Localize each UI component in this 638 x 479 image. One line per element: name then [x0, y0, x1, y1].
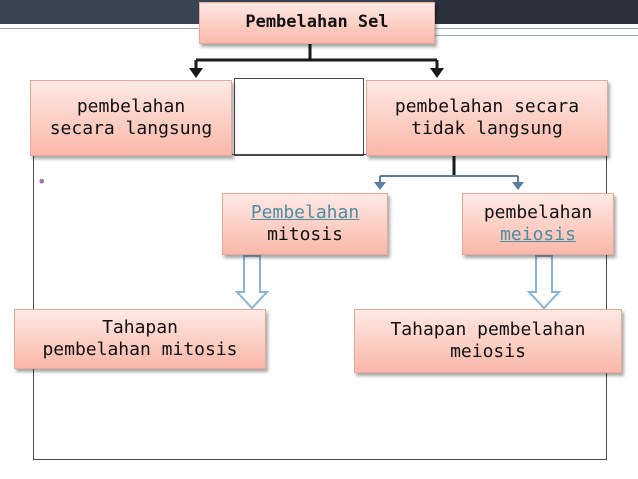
- node-indirect-division: pembelahan secara tidak langsung: [366, 80, 608, 156]
- node-mitosis: Pembelahan mitosis: [222, 193, 388, 255]
- node-meiosis-stages: Tahapan pembelahan meiosis: [354, 309, 622, 373]
- slide-top-bar-accent: [434, 0, 638, 24]
- node-label-line: Tahapan: [102, 316, 178, 338]
- node-pembelahan-sel: Pembelahan Sel: [199, 2, 435, 44]
- meiosis-link[interactable]: meiosis: [500, 224, 576, 245]
- node-label-line: tidak langsung: [411, 118, 563, 139]
- content-frame: [33, 154, 607, 460]
- node-label-line: pembelahan mitosis: [42, 339, 238, 360]
- node-mitosis-stages: Tahapan pembelahan mitosis: [14, 309, 266, 369]
- node-label-line: meiosis: [450, 341, 526, 362]
- node-label-line: pembelahan secara: [394, 95, 580, 117]
- empty-placeholder-box: [234, 78, 364, 156]
- node-label-line: pembelahan: [483, 201, 593, 223]
- node-direct-division: pembelahan secara langsung: [30, 80, 232, 156]
- node-label-line: pembelahan: [76, 95, 186, 117]
- slide-stripe-line-short: [434, 35, 638, 36]
- mitosis-link[interactable]: Pembelahan: [250, 201, 360, 223]
- bullet-marker: •: [37, 172, 47, 191]
- node-label-line: secara langsung: [49, 118, 213, 139]
- node-label: Pembelahan Sel: [245, 12, 389, 33]
- node-meiosis: pembelahan meiosis: [462, 193, 614, 255]
- node-label-line: mitosis: [267, 224, 343, 245]
- node-label-line: Tahapan pembelahan: [390, 318, 586, 340]
